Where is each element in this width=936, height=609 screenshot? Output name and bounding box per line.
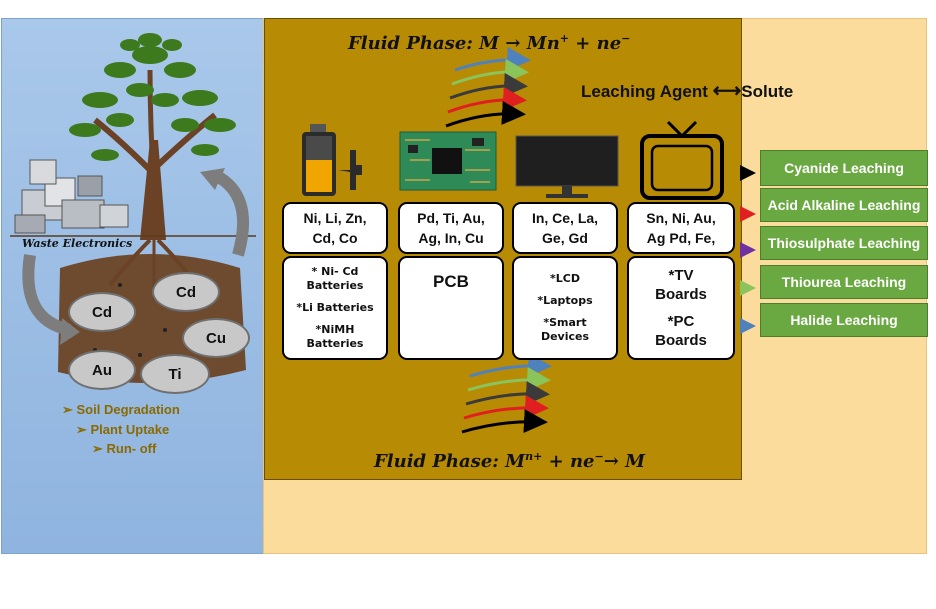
leaching-method-halide: Halide Leaching: [760, 303, 928, 337]
bottom-flow-arrows: [461, 353, 552, 434]
equation-oxidation: Fluid Phase: M → Mn+ + ne−: [348, 32, 631, 54]
equation-reduction: Fluid Phase: Mn+ + ne−→ M: [374, 450, 646, 472]
device-metals-batteries: Ni, Li, Zn,Cd, Co: [282, 202, 388, 254]
leaching-method-cyanide: Cyanide Leaching: [760, 150, 928, 186]
device-uses-pcb: PCB: [398, 256, 504, 360]
curved-arrow-up-head: [200, 168, 225, 190]
metal-ellipse-au: Au: [68, 350, 136, 390]
device-metals-lcd: In, Ce, La,Ge, Gd: [512, 202, 618, 254]
impact-plant-uptake: ➢ Plant Uptake: [76, 422, 170, 437]
leaching-agent-label: Leaching Agent ⟷Solute: [581, 80, 794, 102]
monitor-icon: [515, 135, 619, 198]
metal-ellipse-cd-right: Cd: [152, 272, 220, 312]
curved-arrow-down-head: [60, 318, 80, 345]
leaching-method-thiourea: Thiourea Leaching: [760, 265, 928, 299]
leaching-method-thiosulphate: Thiosulphate Leaching: [760, 226, 928, 260]
curved-arrow-up: [212, 169, 250, 257]
waste-electronics-pile-icon: [14, 159, 129, 234]
device-metals-tv: Sn, Ni, Au,Ag Pd, Fe,: [627, 202, 735, 254]
impact-run-off: ➢ Run- off: [92, 441, 157, 456]
battery-icon: [302, 124, 362, 196]
curved-arrow-down: [22, 254, 72, 336]
leaching-method-acid-alkaline: Acid Alkaline Leaching: [760, 188, 928, 222]
metal-ellipse-cd-left: Cd: [68, 292, 136, 332]
metal-ellipse-cu: Cu: [182, 318, 250, 358]
waste-electronics-label: Waste Electronics: [22, 237, 133, 250]
top-flow-arrows: [445, 46, 531, 128]
device-metals-pcb: Pd, Ti, Au,Ag, In, Cu: [398, 202, 504, 254]
metal-ellipse-ti: Ti: [140, 354, 210, 394]
circuit-board-icon: [399, 131, 497, 191]
leaching-pointer-arrows: [740, 165, 756, 334]
impact-soil-degradation: ➢ Soil Degradation: [62, 402, 180, 417]
tv-icon: [640, 120, 724, 200]
tree-icon: [69, 33, 236, 300]
